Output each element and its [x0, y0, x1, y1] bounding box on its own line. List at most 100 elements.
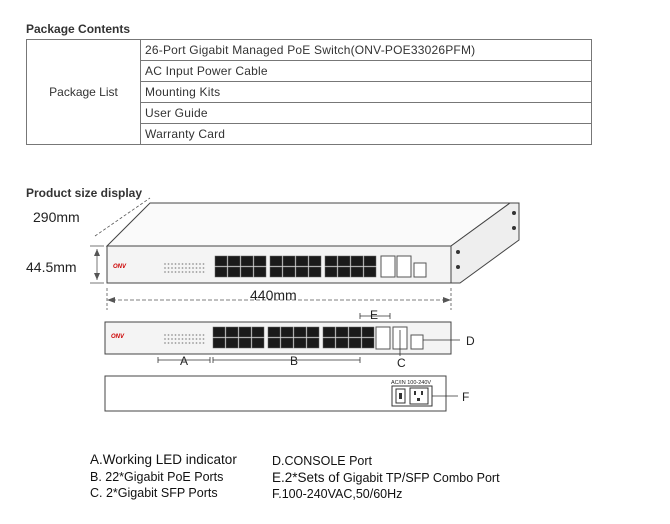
rj45-port-icon [282, 266, 296, 278]
package-item: 26-Port Gigabit Managed PoE Switch(ONV-P… [140, 39, 592, 61]
rj45-port-icon [322, 326, 336, 338]
rj45-port-icon [253, 266, 267, 278]
led-indicator-icon [185, 263, 187, 265]
rj45-port-icon [238, 337, 252, 349]
callout-d: D [466, 334, 475, 348]
led-indicator-icon [171, 271, 173, 273]
led-indicator-icon [199, 267, 201, 269]
rj45-port-icon [214, 255, 228, 267]
rj45-port-icon [348, 337, 362, 349]
led-indicator-icon [178, 271, 180, 273]
led-indicator-icon [195, 338, 198, 340]
led-indicator-icon [181, 342, 184, 344]
led-indicator-icon [202, 338, 205, 340]
rj45-port-icon [267, 337, 281, 349]
led-indicator-icon [171, 342, 173, 344]
rj45-port-icon [225, 337, 239, 349]
rj45-port-icon [348, 326, 362, 338]
led-indicator-icon [167, 334, 170, 336]
depth-dimension: 290mm [33, 209, 80, 225]
led-indicator-icon [188, 338, 191, 340]
callout-c: C [397, 356, 406, 370]
led-indicator-icon [178, 342, 180, 344]
width-dimension: 440mm [250, 287, 297, 303]
led-indicator-icon [185, 342, 187, 344]
table-row: Warranty Card [27, 123, 592, 145]
led-indicator-icon [192, 342, 194, 344]
rj45-port-icon [280, 326, 294, 338]
rj45-port-icon [238, 326, 252, 338]
legend-item-e-prefix: E.2*Sets of [272, 469, 340, 485]
table-row: Package List 26-Port Gigabit Managed PoE… [26, 39, 592, 145]
rj45-port-icon [212, 337, 226, 349]
rj45-port-icon [293, 337, 307, 349]
led-indicator-icon [199, 334, 201, 336]
rj45-port-icon [306, 337, 320, 349]
legend-item-e-suffix: Gigabit TP/SFP Combo Port [339, 470, 500, 485]
rj45-port-icon [253, 255, 267, 267]
rj45-port-icon [269, 266, 283, 278]
led-indicator-icon [195, 267, 198, 269]
led-indicator-icon [171, 334, 173, 336]
rj45-port-icon [324, 255, 338, 267]
led-indicator-icon [185, 338, 187, 340]
package-item: Warranty Card [140, 123, 592, 145]
rj45-port-icon [361, 337, 375, 349]
led-indicator-icon [195, 342, 198, 344]
led-indicator-icon [174, 263, 177, 265]
led-indicator-icon [164, 342, 166, 344]
led-indicator-icon [202, 271, 205, 273]
led-indicator-icon [164, 263, 166, 265]
led-indicator-icon [164, 334, 166, 336]
led-indicator-icon [188, 267, 191, 269]
led-indicator-icon [192, 338, 194, 340]
package-item: User Guide [140, 102, 592, 124]
rj45-port-icon [295, 255, 309, 267]
led-indicator-icon [202, 334, 205, 336]
rj45-port-icon [251, 326, 265, 338]
rj45-port-icon [363, 266, 377, 278]
rj45-port-icon [214, 266, 228, 278]
led-indicator-icon [192, 263, 194, 265]
legend-item-c: C. 2*Gigabit SFP Ports [90, 486, 218, 500]
led-indicator-icon [181, 263, 184, 265]
led-indicator-icon [167, 271, 170, 273]
led-indicator-icon [178, 334, 180, 336]
rj45-port-icon [337, 255, 351, 267]
rj45-port-icon [267, 326, 281, 338]
callout-e: E [370, 308, 378, 322]
led-indicator-icon [164, 267, 166, 269]
led-indicator-icon [188, 342, 191, 344]
switch-perspective-view: ONV [105, 202, 520, 284]
led-indicator-icon [185, 334, 187, 336]
rj45-port-icon [280, 337, 294, 349]
led-indicator-icon [195, 334, 198, 336]
rj45-port-icon [227, 255, 241, 267]
led-indicator-icon [181, 267, 184, 269]
led-indicator-icon [174, 338, 177, 340]
legend-left: A.Working LED indicator B. 22*Gigabit Po… [90, 452, 237, 502]
package-contents-heading: Package Contents [26, 22, 131, 36]
led-indicator-icon [167, 263, 170, 265]
legend-item-a: A.Working LED indicator [90, 452, 237, 467]
legend-item-d: D.CONSOLE Port [272, 454, 373, 468]
led-indicator-icon [167, 267, 170, 269]
rj45-port-icon [308, 255, 322, 267]
led-indicator-icon [178, 338, 180, 340]
rj45-port-icon [251, 337, 265, 349]
rj45-port-icon [295, 266, 309, 278]
led-indicator-icon [178, 267, 180, 269]
led-indicator-icon [178, 263, 180, 265]
package-list-label: Package List [26, 39, 141, 145]
led-indicator-icon [199, 342, 201, 344]
rj45-port-icon [350, 255, 364, 267]
rj45-port-icon [324, 266, 338, 278]
led-indicator-icon [192, 271, 194, 273]
led-indicator-icon [174, 271, 177, 273]
rj45-port-icon [335, 326, 349, 338]
package-item: AC Input Power Cable [140, 60, 592, 82]
package-table: Package List 26-Port Gigabit Managed PoE… [26, 39, 592, 145]
legend-item-e: E.2*Sets of Gigabit TP/SFP Combo Port [272, 470, 500, 487]
led-indicator-icon [199, 263, 201, 265]
switch-drawing: ONV 290mm 44.5mm 440mm ONV [26, 197, 520, 412]
